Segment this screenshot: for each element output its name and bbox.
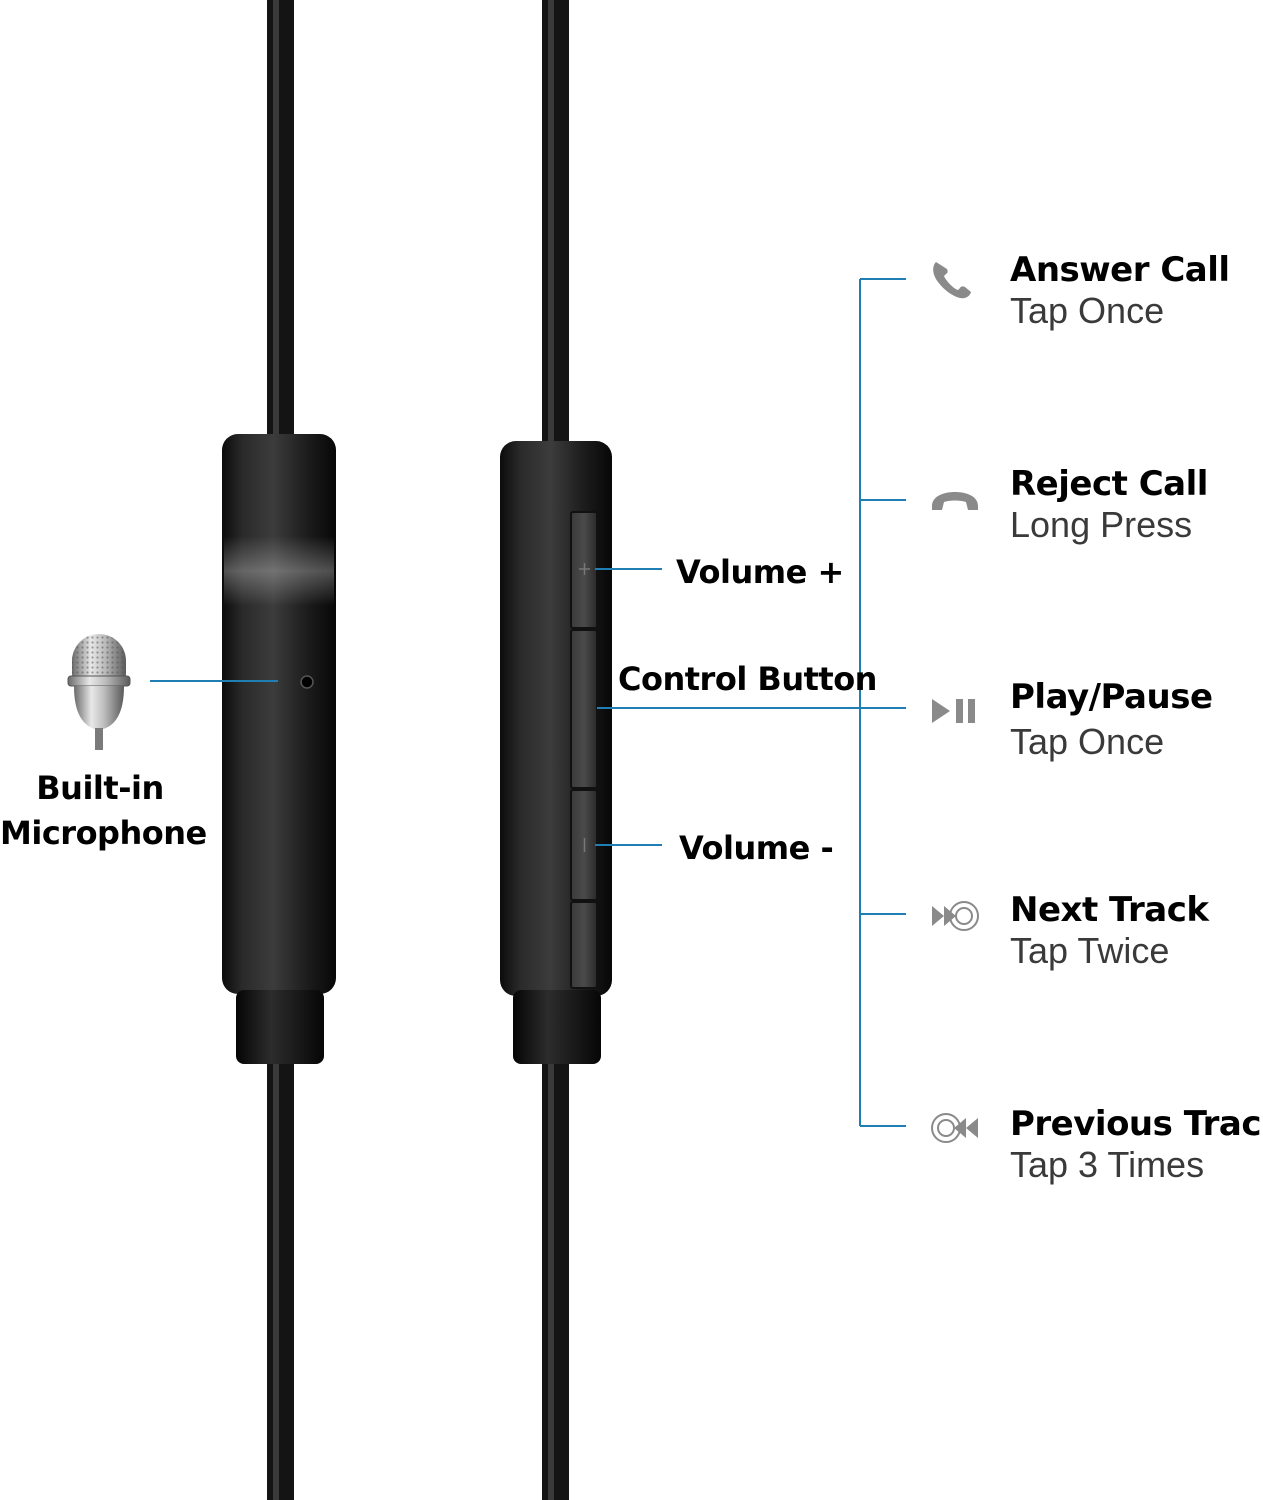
mic-hole	[300, 675, 314, 689]
function-action: Tap 3 Times	[1010, 1144, 1205, 1185]
function-action: Tap Once	[1010, 290, 1165, 331]
right-cable	[542, 0, 569, 1500]
function-answer-call: Answer Call Tap Once	[1010, 250, 1230, 332]
control-button-label: Control Button	[618, 660, 877, 698]
function-play-pause: Play/Pause Tap Once	[1010, 677, 1213, 763]
function-title: Play/Pause	[1010, 677, 1213, 717]
previous-track-icon	[931, 1113, 978, 1143]
function-previous-track: Previous Track Tap 3 Times	[1010, 1104, 1263, 1186]
microphone-label: Built-in Microphone	[0, 766, 207, 856]
function-title: Previous Track	[1010, 1104, 1263, 1144]
function-reject-call: Reject Call Long Press	[1010, 464, 1208, 546]
function-action: Tap Twice	[1010, 930, 1170, 971]
hang-up-icon	[932, 492, 978, 510]
microphone-label-line2: Microphone	[0, 814, 207, 852]
microphone-label-line1: Built-in	[36, 769, 164, 807]
left-cable	[267, 0, 294, 1500]
function-title: Next Track	[1010, 890, 1209, 930]
connector-lines	[150, 278, 906, 1127]
function-action: Long Press	[1010, 504, 1193, 545]
control-housing	[500, 441, 612, 1064]
microphone-icon	[67, 634, 131, 750]
function-action: Tap Once	[1010, 721, 1165, 762]
function-title: Answer Call	[1010, 250, 1230, 290]
control-button-strip	[570, 511, 598, 989]
phone-icon	[933, 262, 971, 299]
function-title: Reject Call	[1010, 464, 1208, 504]
play-pause-icon	[932, 699, 975, 723]
function-next-track: Next Track Tap Twice	[1010, 890, 1209, 972]
volume-up-label: Volume +	[676, 553, 844, 591]
volume-down-label: Volume -	[679, 829, 834, 867]
next-track-icon	[932, 901, 979, 931]
mic-housing	[222, 434, 336, 1064]
